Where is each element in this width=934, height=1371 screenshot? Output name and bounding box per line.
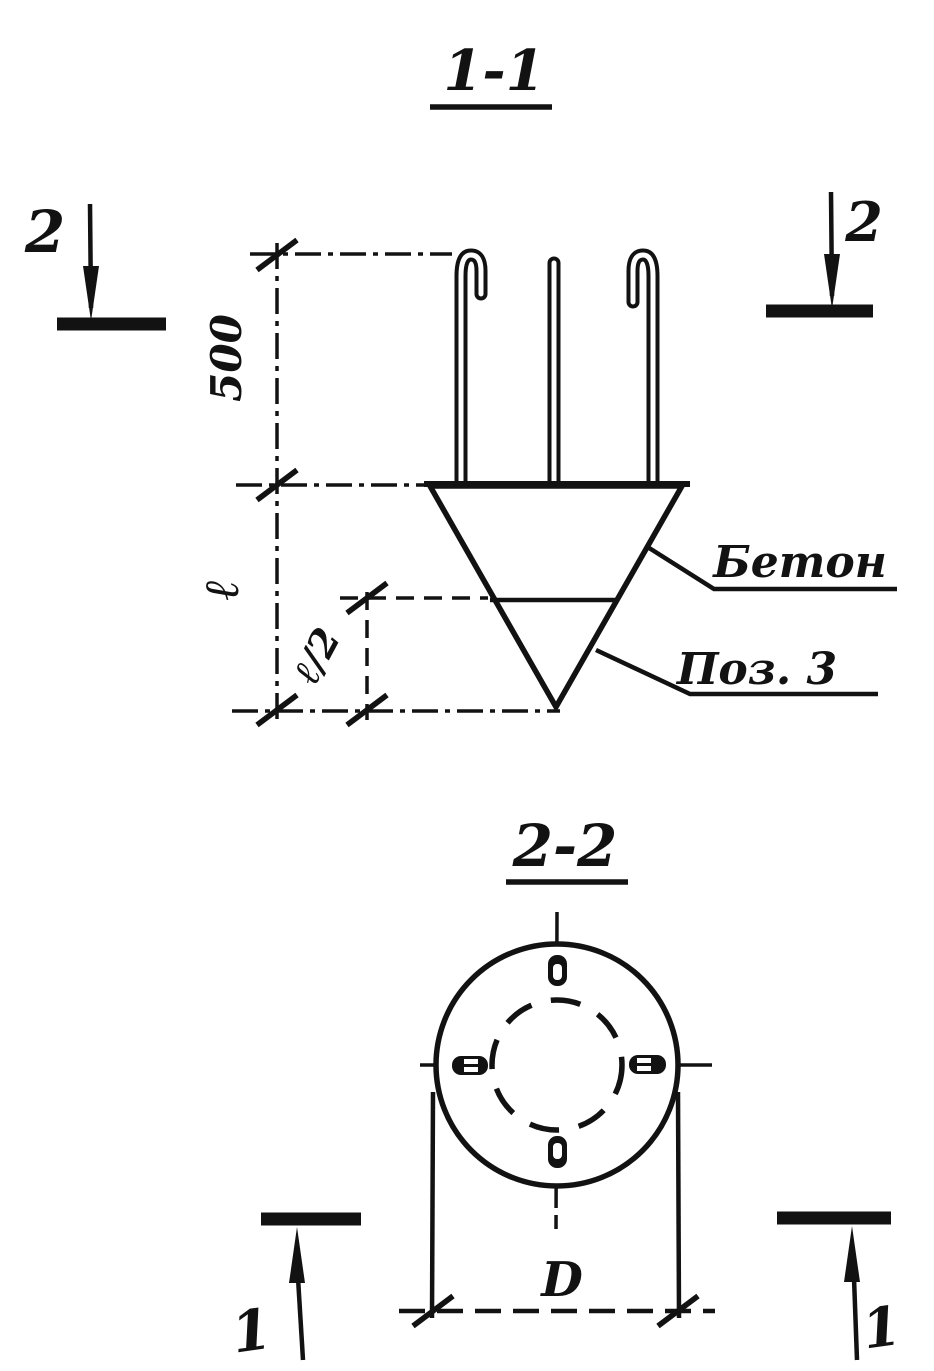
section-cut-marker-1-right: 1 — [777, 1211, 904, 1362]
dim-500-label: 500 — [202, 314, 251, 402]
cut-arrowhead-up-icon — [289, 1227, 305, 1283]
dimension-tick — [255, 237, 299, 273]
section-cut-marker-1-left: 1 — [227, 1212, 361, 1367]
cut-marker-1-right-label: 1 — [858, 1293, 904, 1362]
section-cut-marker-2-right: 2 — [766, 190, 883, 318]
cut-marker-2-right-label: 2 — [844, 190, 883, 254]
rebar-section-left-hole — [464, 1067, 478, 1072]
rebar-section-right — [629, 1055, 666, 1074]
inner-dashed-circle — [489, 997, 625, 1133]
concrete-cone — [424, 481, 690, 713]
leader-line — [595, 647, 878, 697]
pile-outer-circle — [433, 941, 681, 1189]
dimension-tick — [345, 580, 389, 616]
extension-line-right — [675, 1091, 682, 1319]
rebar-section-left — [452, 1056, 488, 1075]
dimension-tick — [345, 692, 389, 728]
cut-marker-1-left-label: 1 — [227, 1296, 275, 1367]
dim-half-length-label: ℓ/2 — [283, 620, 349, 691]
position-3-label: Поз. 3 — [675, 644, 837, 695]
rebar-section-right-hole — [637, 1058, 651, 1063]
rebar-anchors — [454, 248, 660, 499]
dimension-tick — [411, 1293, 455, 1329]
callout-concrete: Бетон — [644, 537, 897, 592]
dimension-tick — [255, 692, 299, 728]
rebar-section-top-hole — [553, 964, 562, 980]
leader-line — [644, 544, 897, 592]
concrete-label: Бетон — [711, 537, 887, 588]
callout-position-3: Поз. 3 — [595, 644, 878, 697]
cut-arrowhead-down-icon — [83, 266, 99, 321]
cut-arrow-up-icon — [851, 1277, 860, 1361]
cut-arrowhead-up-icon — [844, 1226, 860, 1282]
rebar-left-hook — [454, 248, 488, 499]
dimension-diameter: D — [399, 1091, 715, 1329]
dim-diameter-label: D — [539, 1252, 583, 1308]
rebar-right-hook-core — [630, 252, 656, 495]
dim-length-label: ℓ — [194, 580, 250, 601]
extension-line-left — [429, 1091, 436, 1319]
rebar-cross-sections — [452, 955, 666, 1168]
rebar-left-hook-core — [458, 252, 484, 495]
section-1-1-view: 1-1 2 2 — [24, 38, 897, 728]
rebar-section-bottom-hole — [553, 1143, 562, 1159]
section-1-title: 1-1 — [443, 38, 544, 104]
section-2-title: 2-2 — [512, 812, 618, 880]
rebar-right-hook — [626, 248, 660, 499]
rebar-section-left-hole — [464, 1059, 478, 1064]
section-2-2-view: 2-2 D — [227, 812, 904, 1367]
section-cut-marker-2-left: 2 — [24, 198, 166, 331]
rebar-section-right-hole — [637, 1066, 651, 1071]
cut-marker-2-left-label: 2 — [24, 198, 65, 266]
cut-arrow-up-icon — [295, 1277, 306, 1361]
dimension-tick — [656, 1293, 700, 1329]
cut-arrowhead-down-icon — [824, 254, 840, 309]
dimension-tick — [255, 467, 299, 503]
